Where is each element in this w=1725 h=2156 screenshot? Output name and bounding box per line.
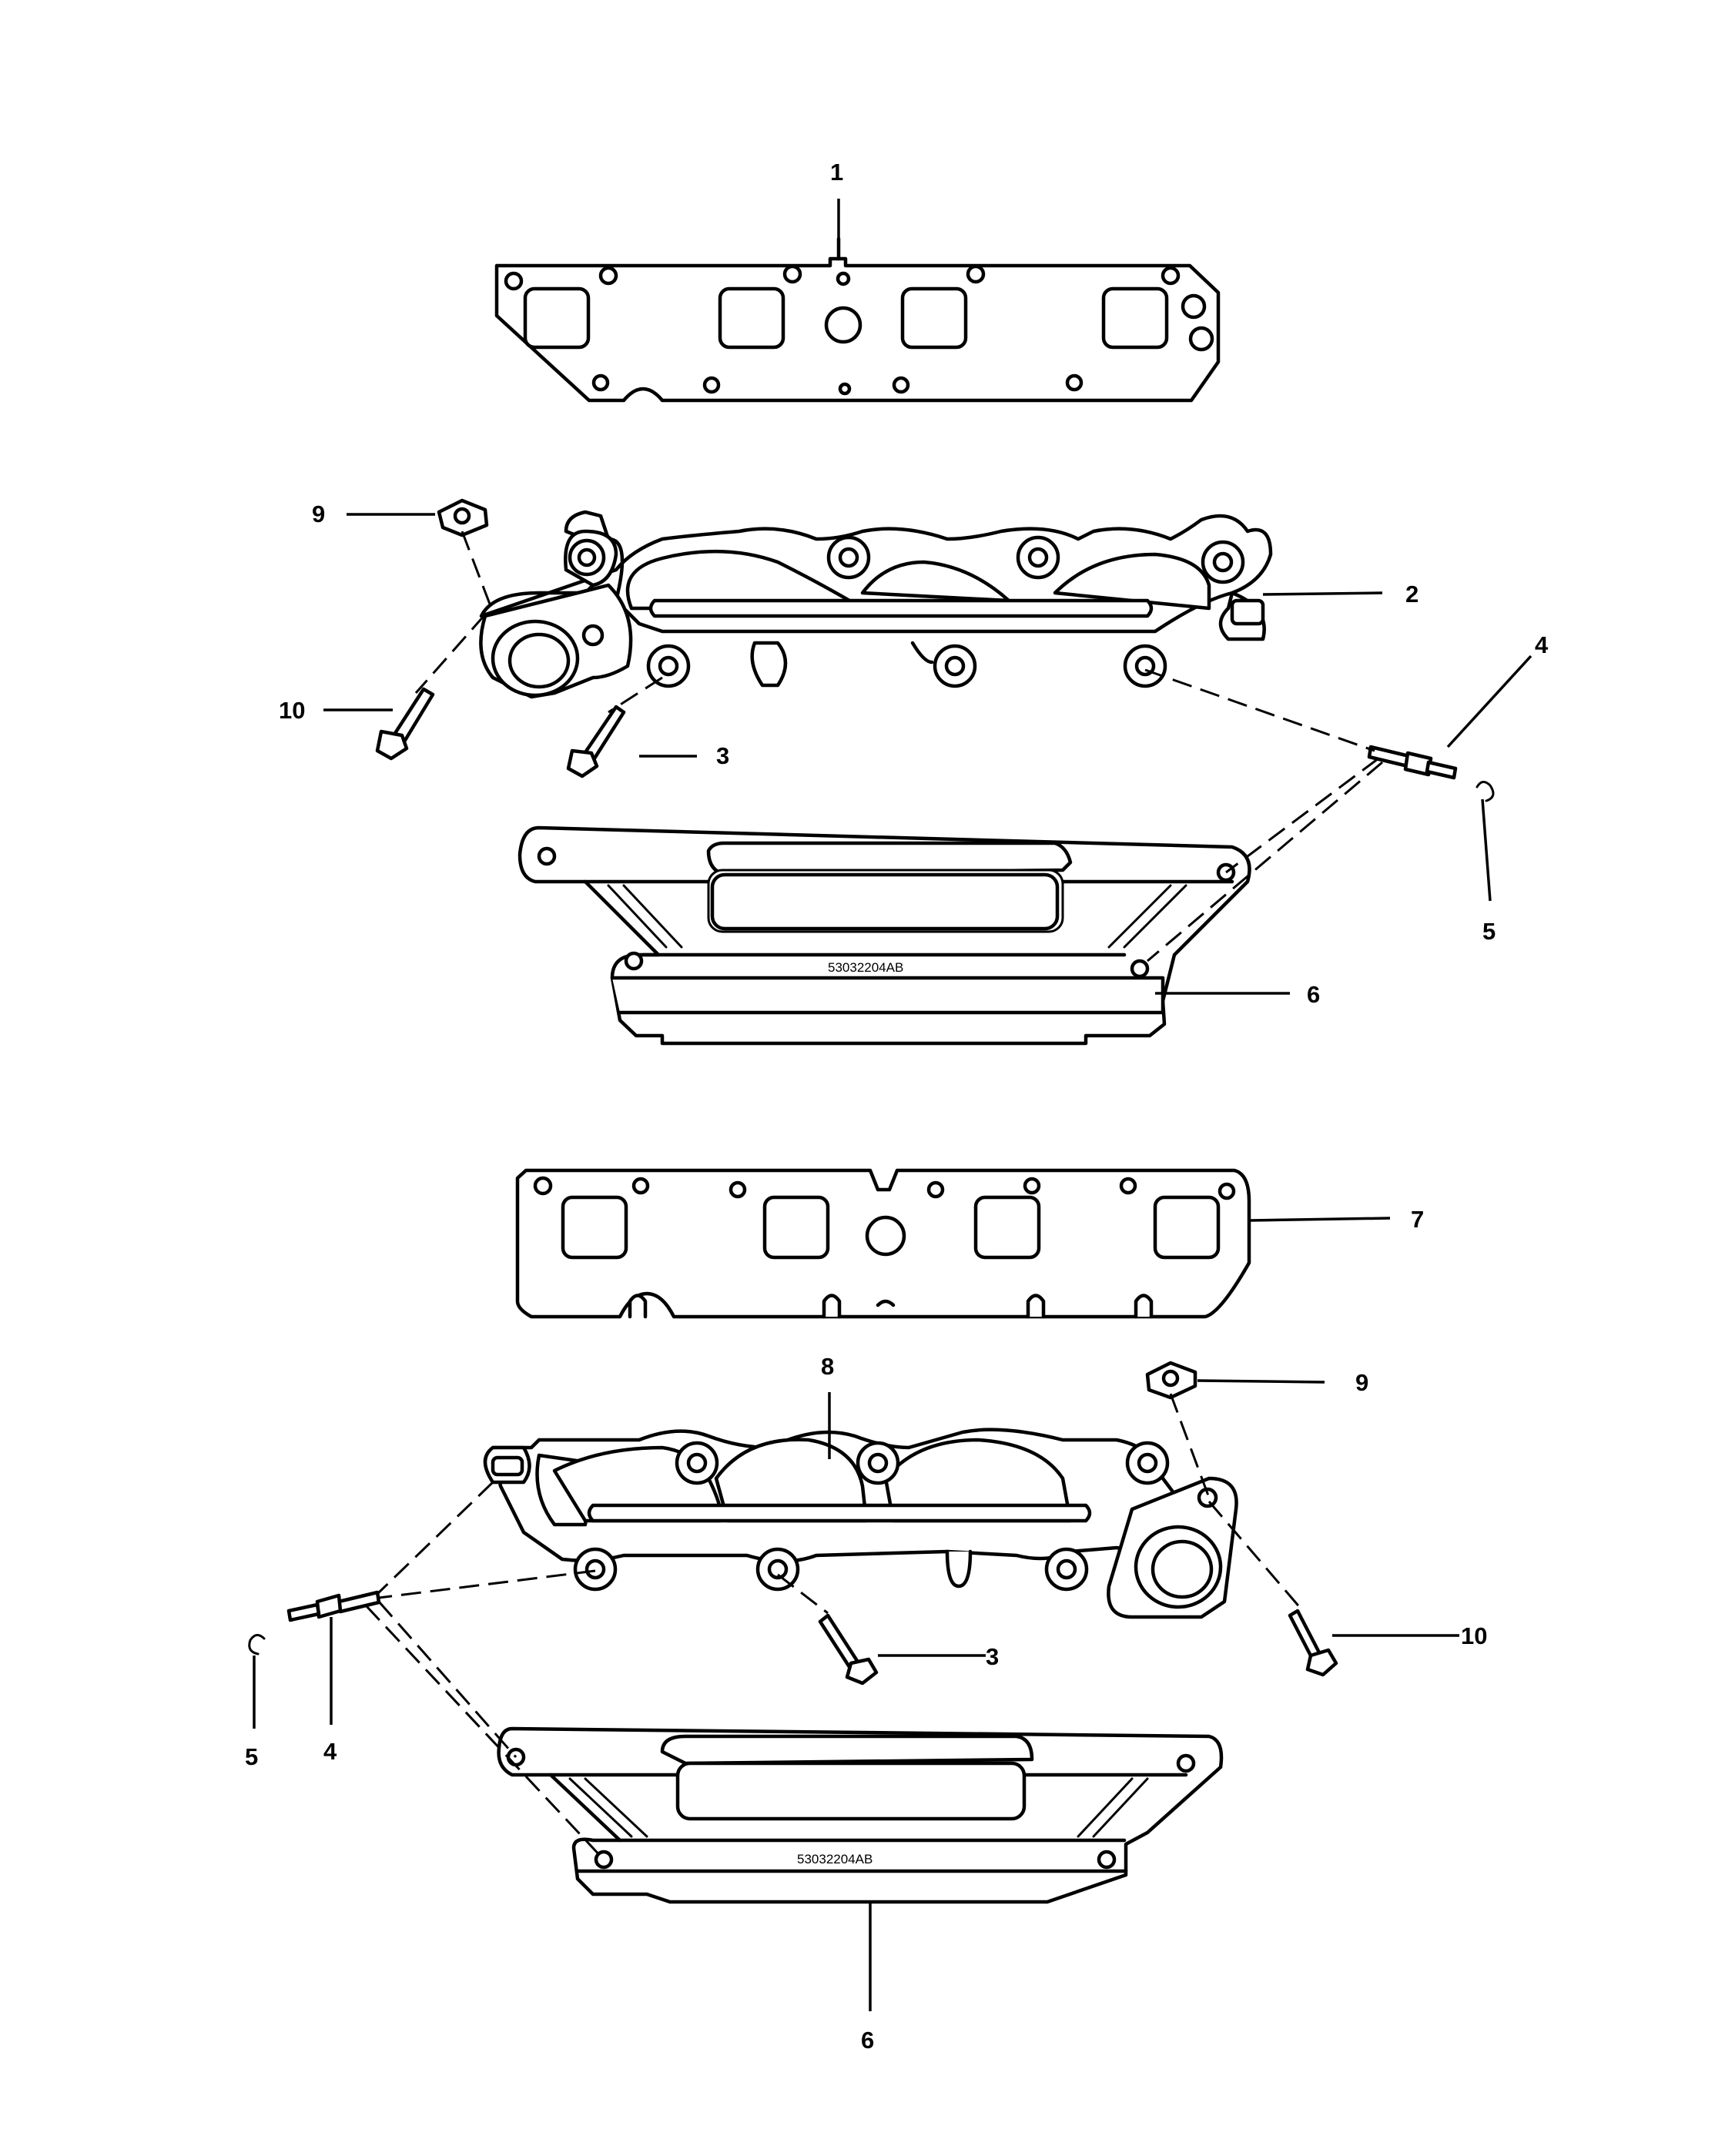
bolt-3-top — [566, 705, 626, 778]
shield-upper-stamp: 53032204AB — [828, 960, 903, 975]
callout-8: 8 — [821, 1353, 834, 1380]
gasket-lower — [515, 1168, 1251, 1319]
callout-9-bottom: 9 — [1355, 1369, 1368, 1396]
assembly-lines — [364, 531, 1383, 1861]
nut-bottom — [1145, 1361, 1197, 1400]
callout-2: 2 — [1405, 581, 1419, 608]
bolt-10-bottom — [1288, 1609, 1338, 1677]
stud-4-bottom — [286, 1590, 381, 1622]
callout-10-top: 10 — [279, 697, 305, 724]
bolt-10-top — [375, 687, 435, 761]
clip-5-bottom — [248, 1634, 266, 1656]
callout-7: 7 — [1411, 1206, 1424, 1233]
callout-1: 1 — [830, 159, 843, 186]
callout-5-bottom: 5 — [245, 1743, 258, 1770]
callout-6-top: 6 — [1307, 981, 1320, 1008]
callout-5-top: 5 — [1482, 918, 1496, 945]
callout-numbers: 1 2 3 4 5 6 7 8 9 9 10 10 3 4 5 6 — [245, 159, 1549, 2054]
gasket-upper — [494, 236, 1221, 403]
heat-shield-lower: 53032204AB — [497, 1726, 1224, 1904]
callout-4-top: 4 — [1535, 631, 1549, 658]
callout-6-bottom: 6 — [861, 2027, 874, 2054]
callout-3-top: 3 — [716, 742, 729, 769]
callout-9-top: 9 — [312, 500, 325, 527]
manifold-lower — [483, 1428, 1238, 1619]
leader-lines — [253, 199, 1532, 2011]
shield-lower-stamp: 53032204AB — [797, 1852, 873, 1866]
manifold-upper — [479, 510, 1273, 699]
clip-5-top — [1475, 781, 1495, 802]
upper-bolt-bosses — [564, 529, 1245, 588]
callout-4-bottom: 4 — [323, 1738, 337, 1765]
bolt-3-bottom — [818, 1613, 879, 1686]
callout-3-bottom: 3 — [986, 1643, 999, 1670]
stud-4-top — [1367, 745, 1458, 780]
callout-10-bottom: 10 — [1461, 1622, 1487, 1649]
nut-top — [437, 498, 489, 537]
heat-shield-upper: 53032204AB — [518, 825, 1251, 1046]
